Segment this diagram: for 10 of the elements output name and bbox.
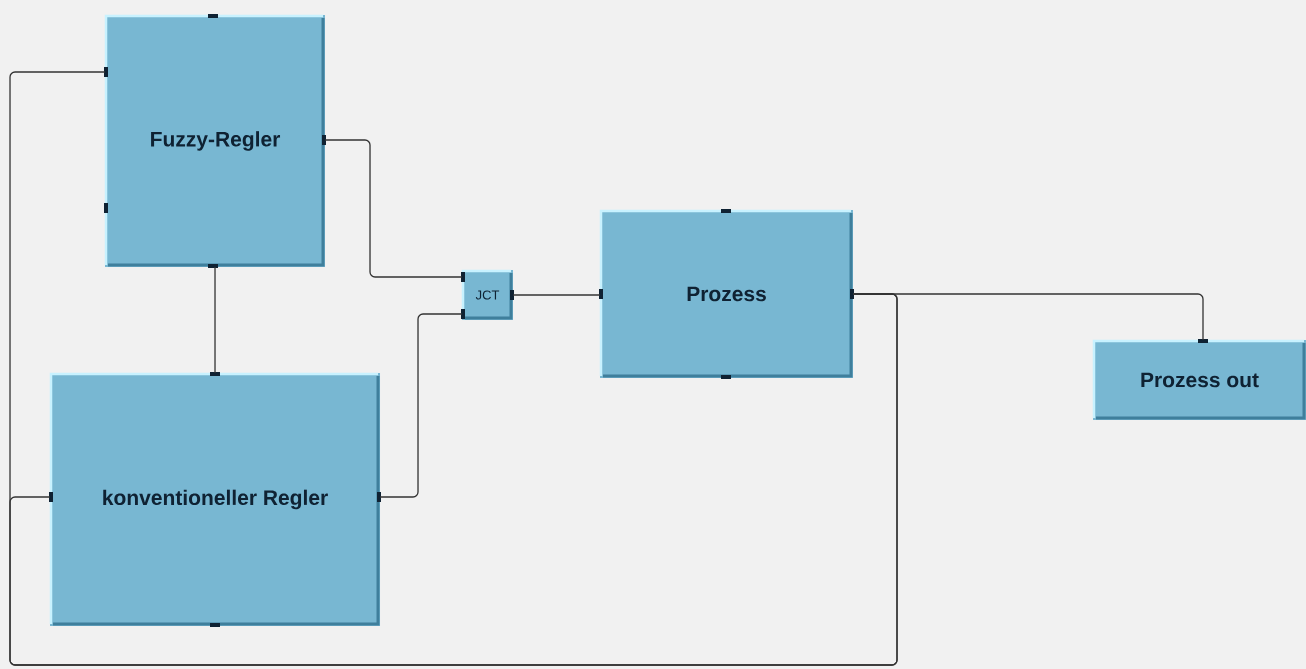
block-box: Fuzzy-Regler (104, 14, 326, 268)
connector-line (324, 139, 463, 278)
connector-line (379, 313, 463, 498)
block-box: JCT (461, 269, 514, 320)
block-box: konventioneller Regler (49, 372, 381, 627)
connector-line (512, 294, 601, 296)
connector-line (214, 266, 216, 374)
block-box: Prozess (599, 209, 854, 379)
block-box: Prozess out (1092, 339, 1306, 420)
connector-line (9, 293, 898, 666)
